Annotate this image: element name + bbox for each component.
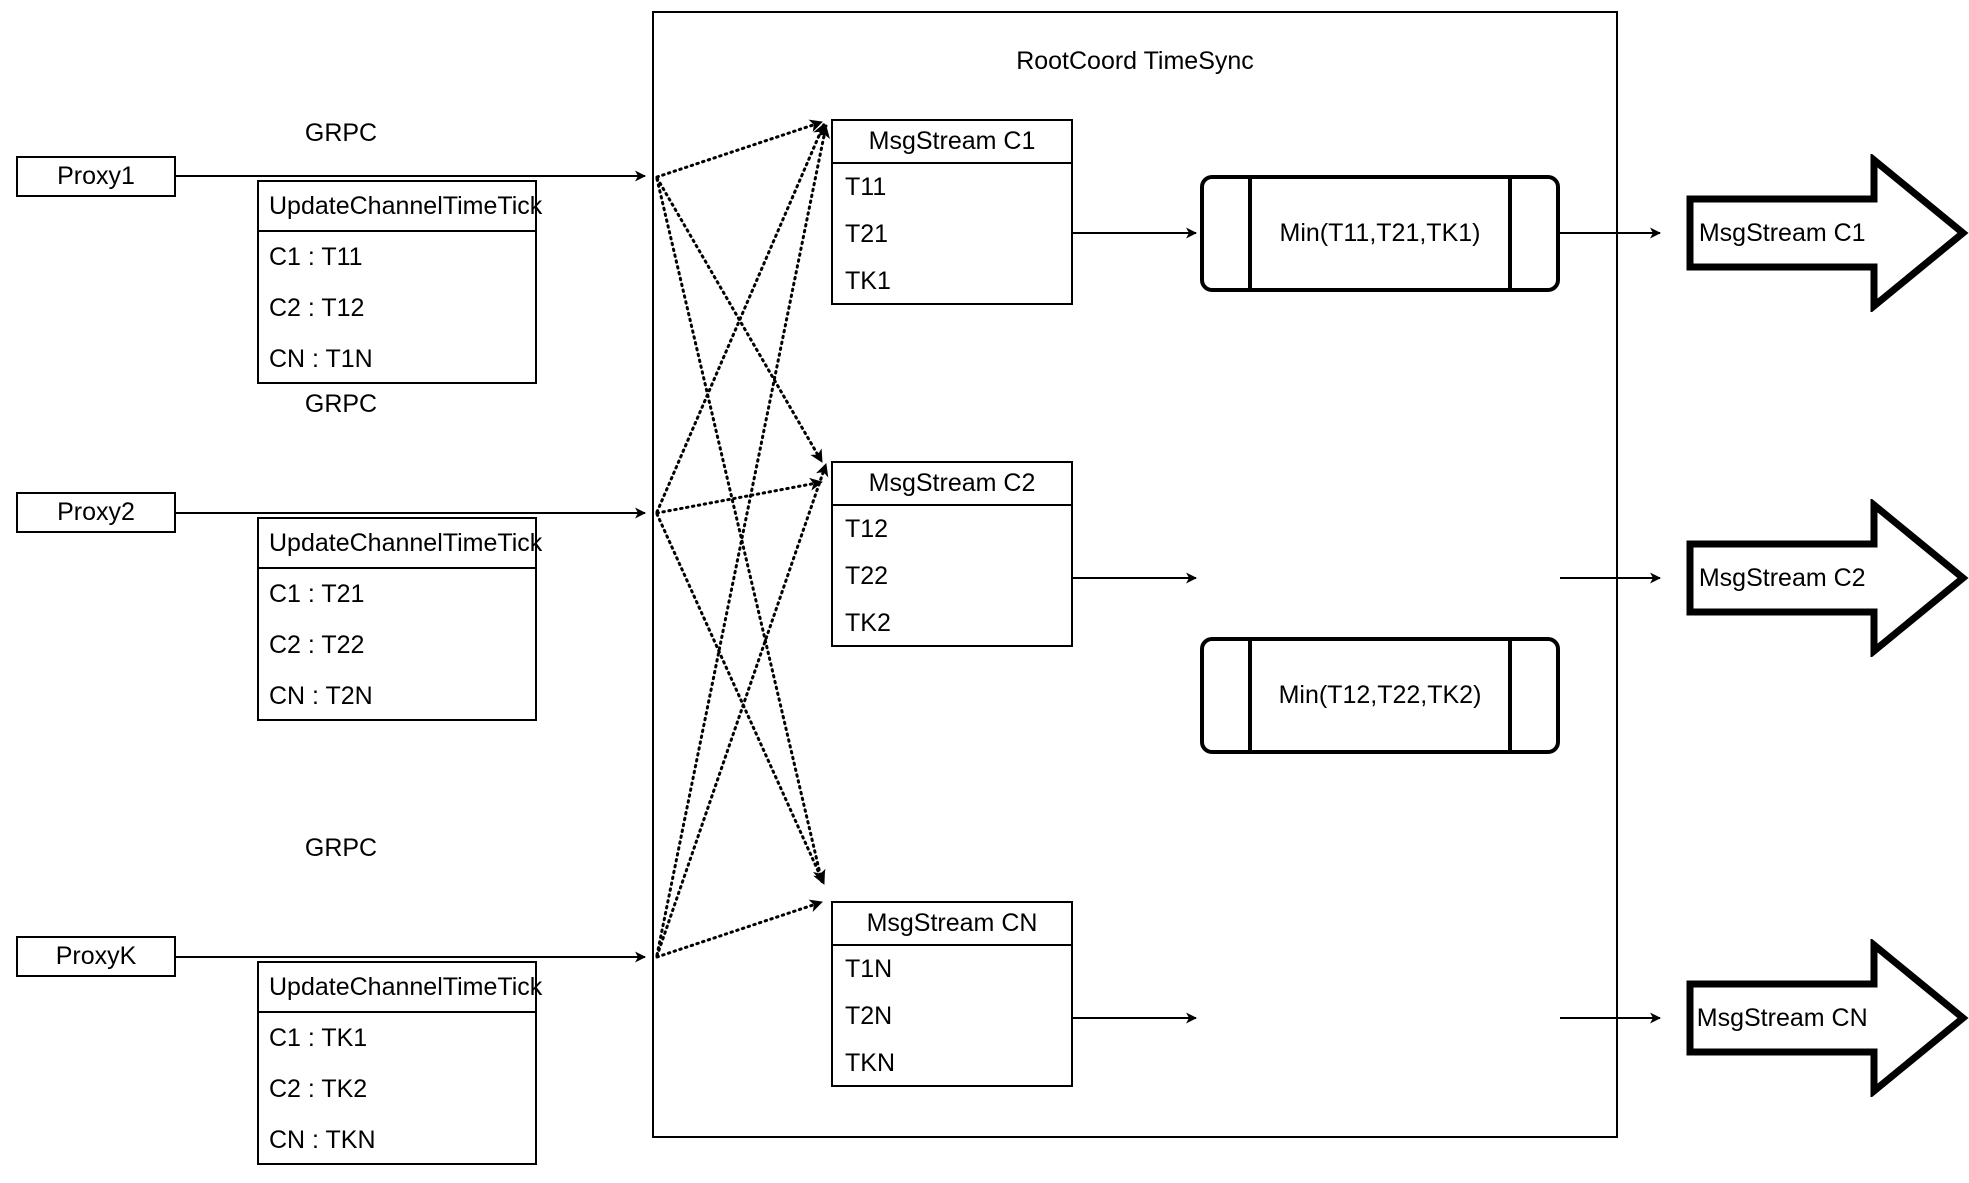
msgstream-box-c1: MsgStream C1 T11 T21 TK1 xyxy=(831,119,1073,305)
msgstream-row: TKN xyxy=(845,1049,895,1077)
process-bar-right xyxy=(1508,637,1512,754)
uct-row: CN : TKN xyxy=(269,1126,376,1154)
msgstream-title: MsgStream CN xyxy=(833,903,1071,946)
msgstream-row: T12 xyxy=(845,515,889,543)
uct-row: C2 : T12 xyxy=(269,294,365,322)
proxy-label: Proxy2 xyxy=(57,498,135,526)
msgstream-box-cn: MsgStream CN T1N T2N TKN xyxy=(831,901,1073,1087)
msgstream-row: T1N xyxy=(845,955,893,983)
proxy-label: Proxy1 xyxy=(57,162,135,190)
rootcoord-timesync-container: RootCoord TimeSync xyxy=(652,11,1618,1138)
update-channel-timetick-box-proxy2: UpdateChannelTimeTick C1 : T21 C2 : T22 … xyxy=(257,517,542,722)
msgstream-row: T21 xyxy=(845,220,889,248)
output-arrow-c1: MsgStream C1 xyxy=(1686,154,1969,312)
uct-row: C1 : T11 xyxy=(269,243,363,271)
grpc-label-proxy1: GRPC xyxy=(304,119,378,147)
proxy-box-proxyk[interactable]: ProxyK xyxy=(16,936,176,977)
output-arrow-label: MsgStream CN xyxy=(1696,1003,1868,1032)
output-arrow-label: MsgStream C2 xyxy=(1698,563,1866,592)
proxy-label: ProxyK xyxy=(55,942,137,970)
min-process-c2: Min(T12,T22,TK2) xyxy=(1200,637,1560,754)
update-channel-timetick-box-proxy1: UpdateChannelTimeTick C1 : T11 C2 : T12 … xyxy=(257,180,542,385)
min-process-label: Min(T12,T22,TK2) xyxy=(1278,681,1482,709)
msgstream-row: T22 xyxy=(845,562,889,590)
proxy-box-proxy1[interactable]: Proxy1 xyxy=(16,156,176,197)
msgstream-row: T2N xyxy=(845,1002,893,1030)
grpc-label-proxy2: GRPC xyxy=(304,390,378,418)
output-arrow-label: MsgStream C1 xyxy=(1698,218,1866,247)
uct-row: CN : T2N xyxy=(269,682,373,710)
uct-row: CN : T1N xyxy=(269,345,373,373)
msgstream-row: TK1 xyxy=(845,267,891,295)
msgstream-title: MsgStream C2 xyxy=(833,463,1071,506)
uct-row: C2 : TK2 xyxy=(269,1075,368,1103)
uct-body: C1 : T21 C2 : T22 CN : T2N xyxy=(259,569,535,722)
msgstream-row: TK2 xyxy=(845,609,891,637)
process-bar-right xyxy=(1508,175,1512,292)
proxy-box-proxy2[interactable]: Proxy2 xyxy=(16,492,176,533)
uct-body: C1 : T11 C2 : T12 CN : T1N xyxy=(259,232,535,385)
output-arrow-c2: MsgStream C2 xyxy=(1686,499,1969,657)
update-channel-timetick-box-proxyk: UpdateChannelTimeTick C1 : TK1 C2 : TK2 … xyxy=(257,961,542,1166)
uct-row: C2 : T22 xyxy=(269,631,365,659)
uct-title: UpdateChannelTimeTick xyxy=(259,182,542,232)
msgstream-row: T11 xyxy=(845,173,887,201)
msgstream-title: MsgStream C1 xyxy=(833,121,1071,164)
output-arrow-cn: MsgStream CN xyxy=(1686,939,1969,1097)
uct-title: UpdateChannelTimeTick xyxy=(259,519,542,569)
uct-body: C1 : TK1 C2 : TK2 CN : TKN xyxy=(259,1013,535,1166)
uct-title: UpdateChannelTimeTick xyxy=(259,963,542,1013)
process-bar-left xyxy=(1248,175,1252,292)
uct-row: C1 : T21 xyxy=(269,580,365,608)
min-process-label: Min(T11,T21,TK1) xyxy=(1279,219,1481,247)
msgstream-box-c2: MsgStream C2 T12 T22 TK2 xyxy=(831,461,1073,647)
uct-row: C1 : TK1 xyxy=(269,1024,368,1052)
min-process-c1: Min(T11,T21,TK1) xyxy=(1200,175,1560,292)
rootcoord-timesync-title: RootCoord TimeSync xyxy=(1016,47,1254,75)
grpc-label-proxyk: GRPC xyxy=(304,834,378,862)
process-bar-left xyxy=(1248,637,1252,754)
